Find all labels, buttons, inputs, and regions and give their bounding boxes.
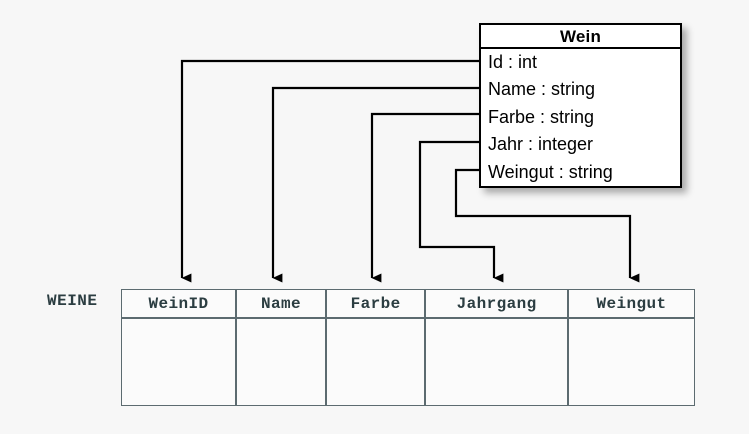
table-header-row: WeinID Name Farbe Jahrgang Weingut bbox=[121, 289, 695, 318]
table-cell-farbe[interactable] bbox=[326, 318, 426, 406]
relation-table[interactable]: WeinID Name Farbe Jahrgang Weingut bbox=[121, 289, 695, 406]
table-cell-name[interactable] bbox=[235, 318, 327, 406]
column-header-weingut[interactable]: Weingut bbox=[568, 289, 695, 318]
uml-attribute-farbe[interactable]: Farbe : string bbox=[488, 106, 595, 127]
relation-table-name: WEINE bbox=[47, 292, 98, 310]
uml-class-name: Wein bbox=[481, 25, 680, 49]
uml-attribute-list: Id : int Name : string Farbe : string Ja… bbox=[481, 49, 680, 186]
uml-attribute-id[interactable]: Id : int bbox=[488, 52, 538, 72]
uml-attribute-name[interactable]: Name : string bbox=[488, 79, 596, 100]
connector-farbe-to-farbe bbox=[370, 112, 479, 283]
table-cell-jahrgang[interactable] bbox=[425, 318, 568, 406]
uml-attribute-jahr[interactable]: Jahr : integer bbox=[488, 134, 594, 155]
table-cell-weinid[interactable] bbox=[121, 318, 236, 406]
column-header-name[interactable]: Name bbox=[235, 289, 327, 318]
connector-id-to-weinid bbox=[180, 59, 479, 283]
connector-name-to-name bbox=[271, 86, 479, 283]
uml-attribute-weingut[interactable]: Weingut : string bbox=[488, 161, 613, 182]
uml-class-box[interactable]: Wein Id : int Name : string Farbe : stri… bbox=[479, 23, 682, 188]
table-cell-weingut[interactable] bbox=[568, 318, 695, 406]
column-header-farbe[interactable]: Farbe bbox=[326, 289, 426, 318]
column-header-jahrgang[interactable]: Jahrgang bbox=[425, 289, 568, 318]
column-header-weinid[interactable]: WeinID bbox=[121, 289, 236, 318]
table-row bbox=[121, 318, 695, 406]
